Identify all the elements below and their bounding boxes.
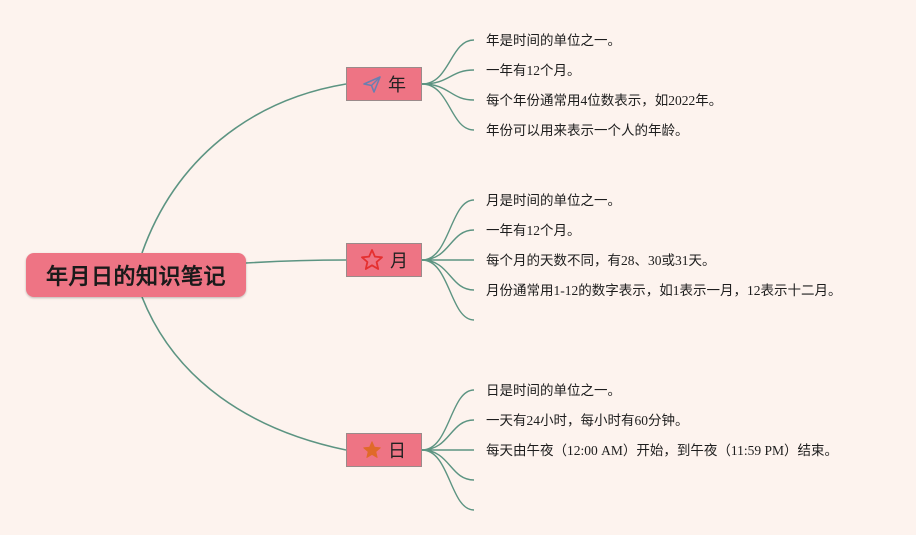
branch-node-day[interactable]: 日 [346,433,422,467]
connector-month-leaf-4 [421,259,475,291]
branch-label: 月 [390,251,408,272]
connector-year-leaf-3 [421,83,475,101]
leaf-month-4[interactable]: 月份通常用1-12的数字表示，如1表示一月，12表示十二月。 [486,283,842,298]
star-filled-icon [362,440,382,460]
connector-day-leaf-2 [421,419,475,451]
connector-root-to-month [245,259,347,264]
connector-month-leaf-1 [421,199,475,261]
connector-month-leaf-2 [421,229,475,261]
root-node[interactable]: 年月日的知识笔记 [26,253,246,297]
connector-day-leaf-5 [421,449,475,511]
connector-day-leaf-1 [421,389,475,451]
star-outline-icon [360,248,384,272]
connector-month-leaf-5 [421,259,475,321]
leaf-day-1[interactable]: 日是时间的单位之一。 [486,383,621,398]
root-title: 年月日的知识笔记 [45,265,226,290]
leaf-day-3[interactable]: 每天由午夜（12:00 AM）开始，到午夜（11:59 PM）结束。 [486,443,839,458]
branch-node-month[interactable]: 月 [346,243,422,277]
branch-label: 日 [388,441,406,462]
connector-root-to-year [141,83,347,254]
connector-year-leaf-2 [421,69,475,85]
leaf-month-2[interactable]: 一年有12个月。 [486,223,581,238]
leaf-year-1[interactable]: 年是时间的单位之一。 [486,33,621,48]
connector-year-leaf-4 [421,83,475,131]
leaf-year-4[interactable]: 年份可以用来表示一个人的年龄。 [486,123,689,138]
branch-label: 年 [388,75,406,96]
leaf-day-2[interactable]: 一天有24小时，每小时有60分钟。 [486,413,689,428]
paper-plane-icon [362,74,382,94]
leaf-month-3[interactable]: 每个月的天数不同，有28、30或31天。 [486,253,716,268]
leaf-year-3[interactable]: 每个年份通常用4位数表示，如2022年。 [486,93,723,108]
connector-day-leaf-4 [421,449,475,481]
leaf-year-2[interactable]: 一年有12个月。 [486,63,581,78]
connector-root-to-day [141,296,347,451]
connector-year-leaf-1 [421,39,475,85]
leaf-month-1[interactable]: 月是时间的单位之一。 [486,193,621,208]
branch-node-year[interactable]: 年 [346,67,422,101]
